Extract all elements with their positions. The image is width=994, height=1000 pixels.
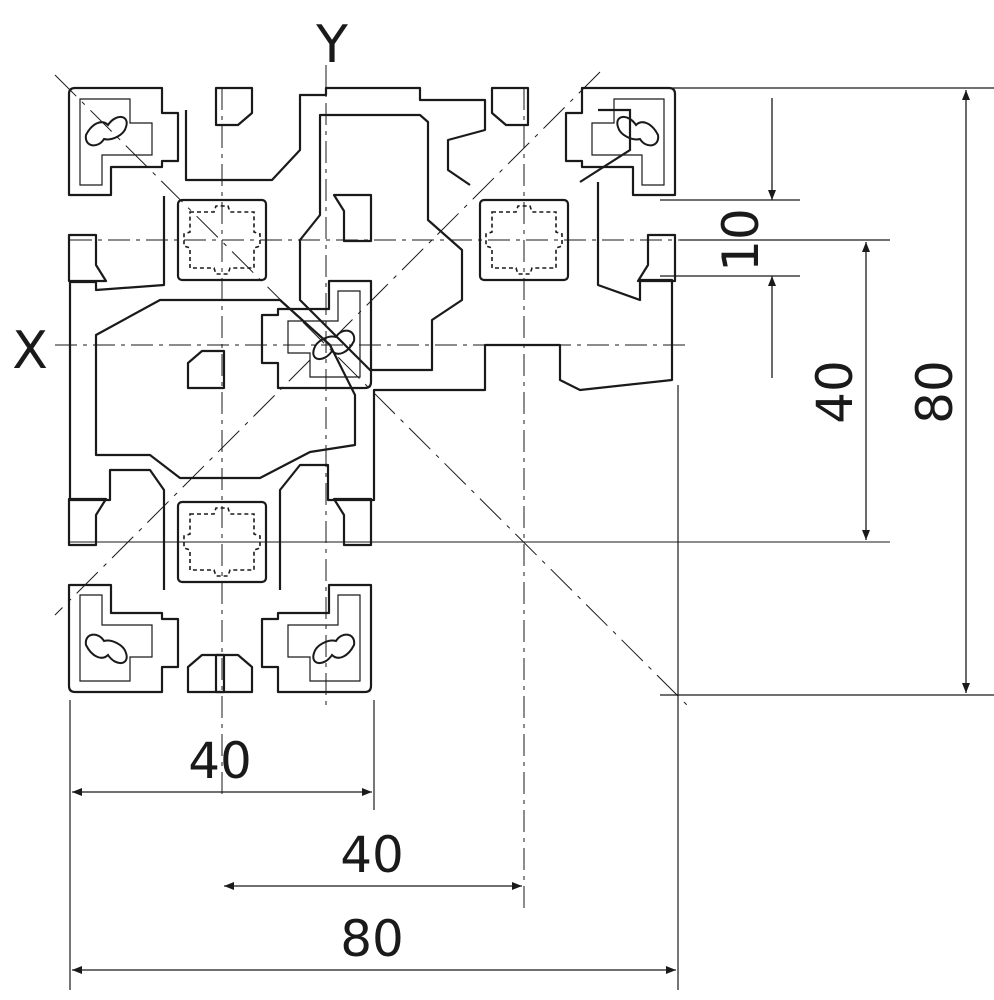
dimension-bottom-middle-partial: 40 xyxy=(340,826,404,884)
extension-lines xyxy=(69,87,994,990)
dimension-lines xyxy=(72,90,970,974)
dimension-right-partial: 40 xyxy=(806,360,864,424)
profile-outline xyxy=(67,86,677,694)
dimension-bottom-left-partial: 40 xyxy=(188,732,252,790)
center-lines xyxy=(54,65,890,910)
y-axis-label: Y xyxy=(315,15,348,75)
dimension-bottom-total: 80 xyxy=(340,910,404,968)
x-axis-label: X xyxy=(12,321,48,381)
dimension-slot-width: 10 xyxy=(712,208,770,272)
dimension-right-total: 80 xyxy=(906,360,964,424)
